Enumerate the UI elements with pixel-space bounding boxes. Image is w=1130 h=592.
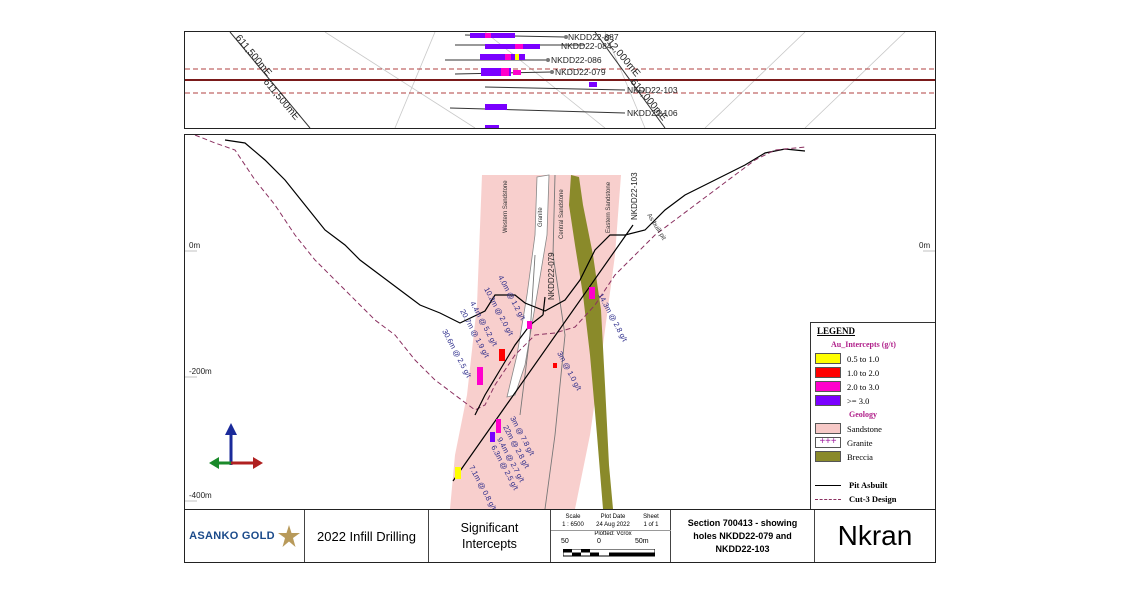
cut3-design-line <box>194 135 806 411</box>
legend-item-line-0: Pit Asbuilt <box>815 480 888 490</box>
granite-dyke <box>506 174 550 398</box>
legend-swatch <box>815 423 841 434</box>
legend-line-swatch <box>815 484 841 486</box>
legend-item-au-3: >= 3.0 <box>815 395 869 406</box>
legend-item-geology-0: Sandstone <box>815 423 882 434</box>
plot-date-label: Plot Date <box>600 514 626 520</box>
section-description-cell: Section 700413 - showing holes NKDD22-07… <box>671 510 815 562</box>
scale-value: 1 : 6500 <box>562 522 584 528</box>
legend-label: Breccia <box>847 451 873 462</box>
section-hole-label-079: NKDD22-079 <box>547 252 556 300</box>
legend-label: Granite <box>847 437 873 448</box>
easting-line-612000 <box>594 32 666 128</box>
legend-swatch <box>815 395 841 406</box>
plotted-by: Plotted: Vcrox <box>594 531 632 537</box>
zone-label-eastern-sandstone: Eastern Sandstone <box>606 181 612 233</box>
legend-label: Sandstone <box>847 423 882 434</box>
site-name-cell: Nkran <box>837 520 913 551</box>
elevation-0m-right: 0m <box>919 241 930 250</box>
plan-view-map: 611,500mE 611,500mE 612,000mE 612,000mE … <box>185 32 935 128</box>
subject-cell: Significant Intercepts <box>429 510 551 562</box>
legend-title: LEGEND <box>817 326 856 336</box>
company-logo-text: ASANKO GOLD <box>189 530 275 542</box>
legend-swatch <box>815 353 841 364</box>
plan-hole-label-079: NKDD22-079 <box>555 67 606 77</box>
pit-asbuilt-line <box>224 139 806 324</box>
plan-hole-label-084: NKDD22-084 <box>561 41 612 51</box>
legend-label: 0.5 to 1.0 <box>847 353 880 364</box>
sheet-value: 1 of 1 <box>643 522 659 528</box>
plan-hole-label-087: NKDD22-087 <box>568 32 619 42</box>
plan-intercept-bars <box>470 33 597 128</box>
elevation-0m-left: 0m <box>189 241 200 250</box>
scale-divider <box>551 530 671 531</box>
granite-cross-icon: +++ <box>815 437 841 448</box>
drillhole-079-trace <box>542 296 546 316</box>
scale-bar-label-mid: 0 <box>597 538 601 545</box>
sheet-label: Sheet <box>643 514 659 520</box>
elevation-grid <box>185 250 935 502</box>
legend-item-au-2: 2.0 to 3.0 <box>815 381 879 392</box>
scale-label: Scale <box>565 514 581 520</box>
project-cell: 2022 Infill Drilling <box>305 510 429 562</box>
legend-label: 2.0 to 3.0 <box>847 381 880 392</box>
geology-contacts <box>519 174 566 509</box>
elevation-minus200: -200m <box>189 367 212 376</box>
plot-date-value: 24 Aug 2022 <box>596 522 630 528</box>
legend-item-line-1: Cut-3 Design <box>815 494 896 504</box>
plan-collar-markers <box>546 35 568 74</box>
elevation-minus400: -400m <box>189 491 212 500</box>
breccia-zone <box>569 175 613 509</box>
drillhole-079-path <box>474 314 544 416</box>
scale-bar-label-left: 50 <box>561 538 569 545</box>
drillhole-103-trace <box>452 224 634 482</box>
legend-swatch <box>815 451 841 462</box>
section-hole-label-103: NKDD22-103 <box>630 172 639 220</box>
legend-au-heading: Au_Intercepts (g/t) <box>831 340 896 349</box>
orientation-arrows-icon <box>209 423 263 469</box>
logo-cell: ASANKO GOLD <box>185 510 305 562</box>
easting-label-2: 611,500mE <box>261 77 302 123</box>
zone-label-granite: Granite <box>538 207 544 227</box>
star-logo-icon <box>277 525 300 547</box>
legend-label: 1.0 to 2.0 <box>847 367 880 378</box>
intercept-label: 30.6m @ 2.5 g/t <box>440 328 473 380</box>
legend-geology-heading: Geology <box>849 410 877 419</box>
scale-cell: Scale 1 : 6500 Plot Date 24 Aug 2022 She… <box>551 510 671 562</box>
scale-bar-label-right: 50m <box>635 538 649 545</box>
easting-line-611500 <box>229 32 311 128</box>
legend-line-swatch <box>815 498 841 500</box>
plan-hole-label-086: NKDD22-086 <box>551 55 602 65</box>
plan-hole-label-106: NKDD22-106 <box>627 108 678 118</box>
scale-bar-icon <box>563 549 655 557</box>
legend-item-geology-1: +++ Granite <box>815 437 873 448</box>
legend-label: >= 3.0 <box>847 395 870 406</box>
legend-item-au-1: 1.0 to 2.0 <box>815 367 879 378</box>
easting-label-1: 611,500mE <box>233 33 274 79</box>
legend-swatch <box>815 367 841 378</box>
cross-section-diagram: 0m 0m -200m -400m Western Sandstone Gran… <box>185 135 935 509</box>
zone-label-central-sandstone: Central Sandstone <box>559 189 565 239</box>
zone-label-western-sandstone: Western Sandstone <box>503 180 509 233</box>
legend: LEGEND Au_Intercepts (g/t) 0.5 to 1.0 1.… <box>810 322 935 509</box>
legend-label: Cut-3 Design <box>849 494 897 504</box>
legend-label: Pit Asbuilt <box>849 480 888 490</box>
plan-hole-label-103: NKDD22-103 <box>627 85 678 95</box>
legend-item-geology-2: Breccia <box>815 451 873 462</box>
title-block: ASANKO GOLD 2022 Infill Drilling Signifi… <box>184 509 936 563</box>
legend-item-au-0: 0.5 to 1.0 <box>815 353 879 364</box>
legend-swatch <box>815 381 841 392</box>
section-intercept-markers <box>455 287 595 479</box>
plan-view-panel: 611,500mE 611,500mE 612,000mE 612,000mE … <box>184 31 936 129</box>
